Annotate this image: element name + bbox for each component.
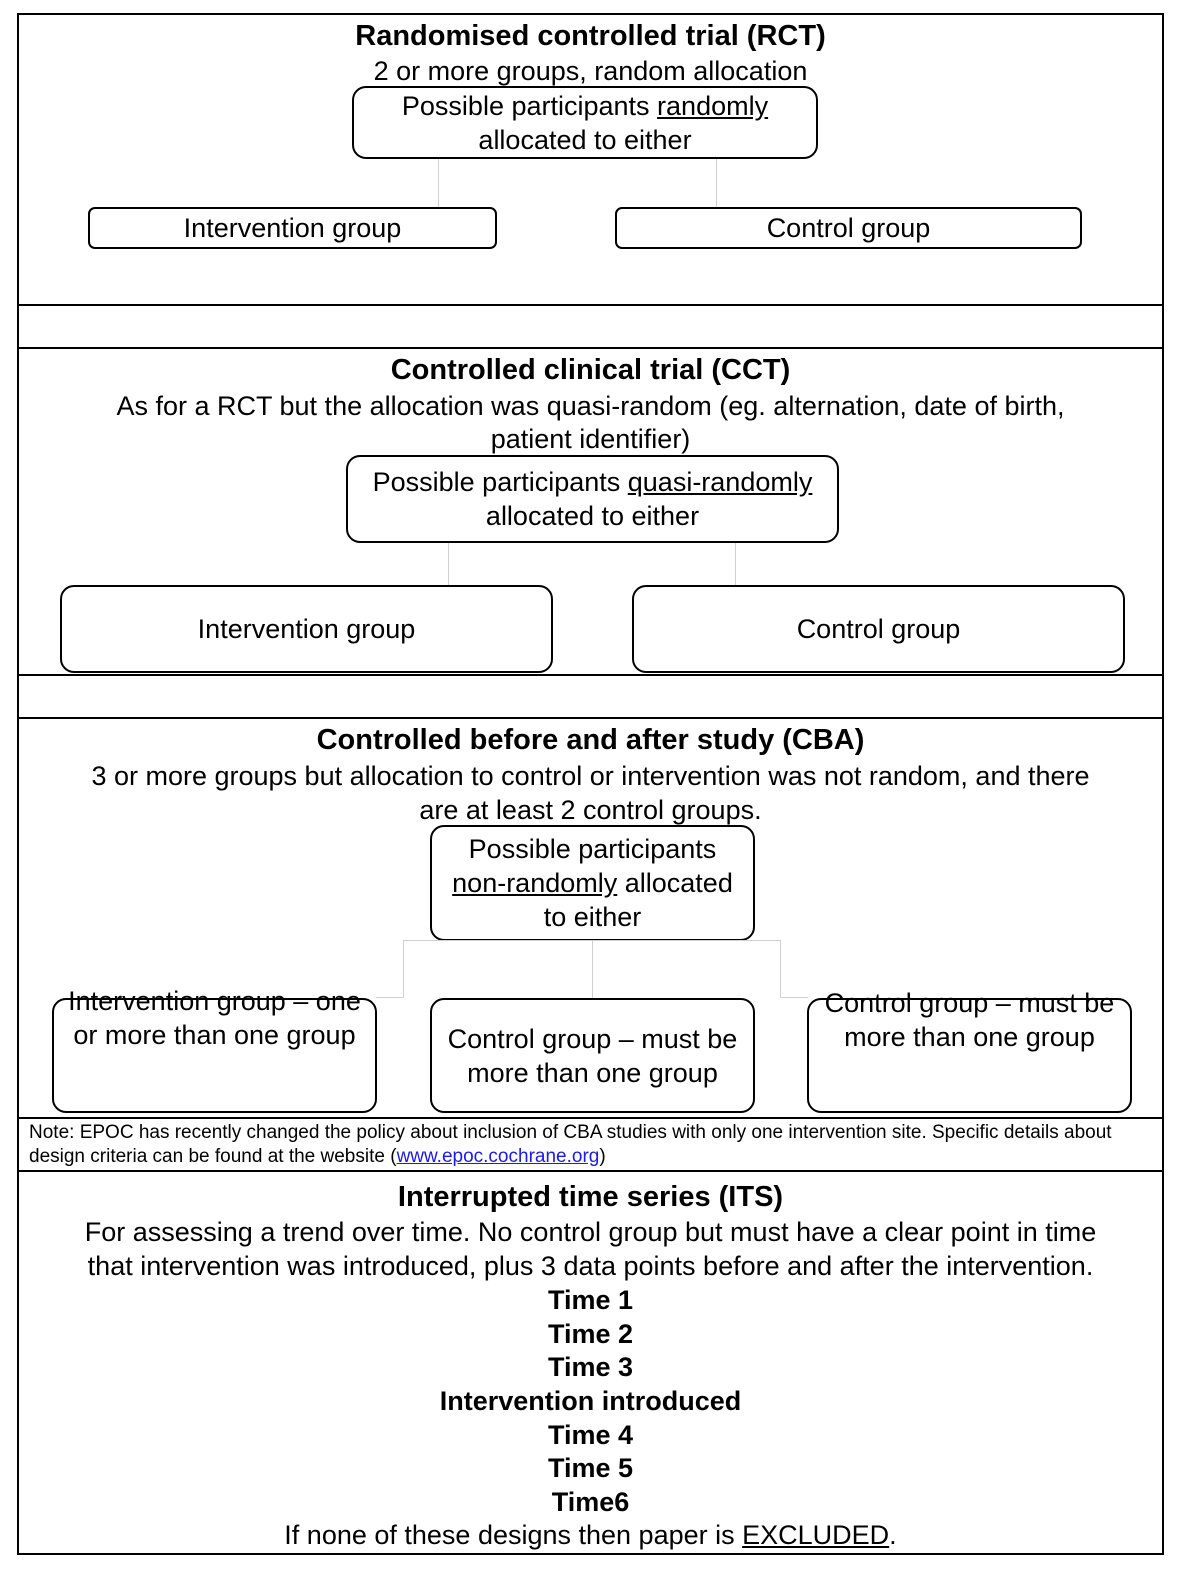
its-timeline-item: Time 4 — [547, 1420, 634, 1450]
its-panel: Interrupted time series (ITS) For assess… — [17, 1170, 1164, 1555]
cba-subtitle-line1: 3 or more groups but allocation to contr… — [91, 761, 1090, 791]
rct-intervention-group-box: Intervention group — [88, 207, 497, 249]
panel-gap — [17, 306, 1164, 349]
cba-connector-right-stub — [780, 997, 808, 998]
cba-allocation-box: Possible participants non-randomly alloc… — [430, 825, 755, 941]
rct-panel: Randomised controlled trial (RCT) 2 or m… — [17, 13, 1164, 306]
cct-title: Controlled clinical trial (CCT) — [390, 354, 791, 386]
cba-note: Note: EPOC has recently changed the poli… — [29, 1122, 1112, 1167]
cct-allocation-keyword: quasi-randomly — [627, 467, 813, 497]
its-timeline-item: Time 5 — [547, 1453, 634, 1483]
cba-control-group-box-1: Control group – must be more than one gr… — [430, 998, 755, 1113]
rct-allocation-box: Possible participants randomly allocated… — [352, 86, 818, 159]
cba-intervention-group-box: Intervention group – one or more than on… — [52, 986, 377, 1113]
cct-panel: Controlled clinical trial (CCT) As for a… — [17, 347, 1164, 676]
its-timeline-item: Time 3 — [547, 1352, 634, 1382]
cba-connector-horizontal — [403, 940, 781, 941]
cct-subtitle-line1: As for a RCT but the allocation was quas… — [116, 391, 1065, 421]
cba-allocation-keyword: non-randomly — [452, 868, 618, 898]
exclusion-statement: If none of these designs then paper is E… — [284, 1520, 897, 1550]
rct-title: Randomised controlled trial (RCT) — [355, 20, 826, 52]
rct-allocation-keyword: randomly — [657, 90, 769, 121]
cba-note-panel: Note: EPOC has recently changed the poli… — [17, 1117, 1164, 1172]
its-timeline-item: Time 1 — [547, 1285, 634, 1315]
rct-connector-left — [438, 159, 439, 207]
its-subtitle-line2: that intervention was introduced, plus 3… — [87, 1251, 1094, 1281]
its-title: Interrupted time series (ITS) — [397, 1181, 784, 1213]
cct-control-group-box: Control group — [632, 585, 1125, 673]
its-timeline-item: Time 2 — [547, 1319, 634, 1349]
its-subtitle-line1: For assessing a trend over time. No cont… — [84, 1217, 1097, 1247]
panel-gap — [17, 676, 1164, 719]
cba-connector-left-stub — [376, 997, 404, 998]
its-timeline-item: Time6 — [551, 1487, 630, 1517]
cct-connector-right — [735, 543, 736, 585]
epoc-website-link[interactable]: www.epoc.cochrane.org — [396, 1146, 600, 1167]
cct-connector-left — [448, 543, 449, 585]
rct-control-group-box: Control group — [615, 207, 1082, 249]
cba-control-group-box-2: Control group – must be more than one gr… — [807, 988, 1132, 1113]
cct-subtitle-line2: patient identifier) — [490, 424, 691, 454]
rct-subtitle: 2 or more groups, random allocation — [373, 56, 808, 86]
cba-connector-right-vertical — [780, 940, 781, 998]
cct-allocation-box: Possible participants quasi-randomly all… — [346, 455, 839, 543]
cba-title: Controlled before and after study (CBA) — [316, 724, 865, 756]
excluded-keyword: EXCLUDED — [742, 1520, 890, 1550]
cba-subtitle-line2: are at least 2 control groups. — [419, 795, 762, 825]
cct-intervention-group-box: Intervention group — [60, 585, 553, 673]
cba-connector-center — [592, 941, 593, 998]
its-intervention-introduced: Intervention introduced — [439, 1386, 742, 1416]
cba-panel: Controlled before and after study (CBA) … — [17, 717, 1164, 1119]
cba-connector-left-vertical — [403, 940, 404, 998]
rct-connector-right — [716, 159, 717, 207]
